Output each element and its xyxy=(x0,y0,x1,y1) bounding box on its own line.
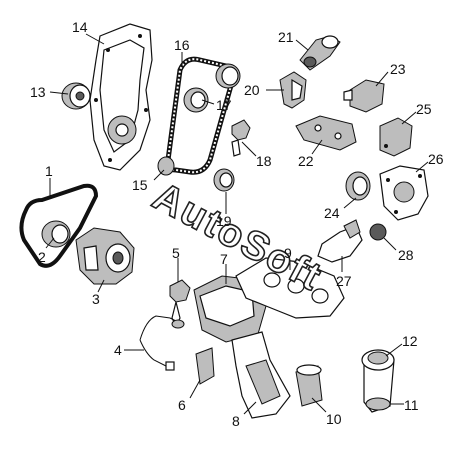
callout-8: 8 xyxy=(232,413,240,429)
leader-lines xyxy=(45,33,429,415)
coolant-pipe-part xyxy=(317,219,363,263)
callout-28: 28 xyxy=(398,247,414,263)
sensor-bracket-part xyxy=(231,119,251,157)
seal-part xyxy=(369,223,387,241)
callout-15: 15 xyxy=(132,177,148,193)
idler-pulley-part xyxy=(61,82,91,110)
cam-sprocket-part xyxy=(215,63,241,89)
callout-24: 24 xyxy=(324,205,340,221)
callout-10: 10 xyxy=(326,411,342,427)
callout-12: 12 xyxy=(402,333,418,349)
catalytic-pipe-part xyxy=(231,331,291,419)
callout-11: 11 xyxy=(404,397,419,413)
callout-5: 5 xyxy=(172,245,180,261)
callout-17: 17 xyxy=(216,97,232,113)
mount-bracket-part xyxy=(279,71,307,109)
oxygen-sensor-part xyxy=(139,315,185,371)
callout-22: 22 xyxy=(298,153,314,169)
filter-cap-part xyxy=(361,349,395,371)
timing-cover-part xyxy=(89,23,153,171)
mounting-plate-part xyxy=(295,115,357,151)
drive-belt-part xyxy=(19,183,99,268)
callout-18: 18 xyxy=(256,153,272,169)
callout-16: 16 xyxy=(174,37,190,53)
callout-6: 6 xyxy=(178,397,186,413)
callout-9: 9 xyxy=(284,245,292,261)
callout-23: 23 xyxy=(390,61,406,77)
callout-13: 13 xyxy=(30,84,46,100)
exhaust-manifold-part xyxy=(235,257,345,319)
callout-25: 25 xyxy=(416,101,432,117)
sensor-module-part xyxy=(343,79,385,113)
callout-19: 19 xyxy=(216,213,232,229)
callout-3: 3 xyxy=(92,291,100,307)
tensioner-part xyxy=(183,87,209,113)
crank-sprocket-part xyxy=(157,156,175,176)
engine-mount-part xyxy=(299,35,341,71)
callout-numbers: 1 2 3 4 5 6 7 8 9 10 11 12 13 14 15 16 1… xyxy=(30,19,444,429)
callout-4: 4 xyxy=(114,342,122,358)
callout-20: 20 xyxy=(244,82,260,98)
small-pulley-part xyxy=(213,168,235,192)
callout-2: 2 xyxy=(38,249,46,265)
actuator-part xyxy=(379,117,413,157)
callout-21: 21 xyxy=(278,29,294,45)
alternator-part xyxy=(75,227,135,285)
callout-1: 1 xyxy=(45,163,53,179)
thermostat-housing-part xyxy=(379,165,429,221)
callout-14: 14 xyxy=(72,19,88,35)
callout-26: 26 xyxy=(428,151,444,167)
callout-7: 7 xyxy=(220,251,228,267)
heat-shield-part xyxy=(195,347,215,385)
water-pump-pulley-part xyxy=(41,220,71,248)
callout-27: 27 xyxy=(336,273,352,289)
bushing-part xyxy=(345,171,371,201)
clamp-part xyxy=(295,364,323,407)
